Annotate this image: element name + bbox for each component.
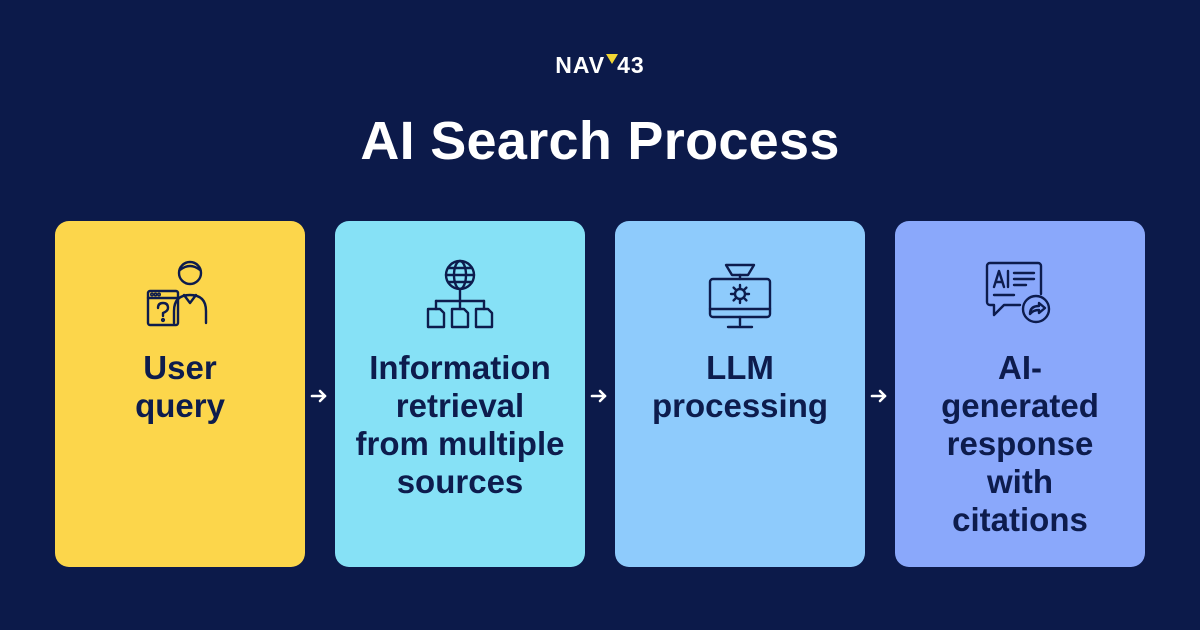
brand-name-left: NAV bbox=[555, 52, 606, 78]
globe-network-icon bbox=[426, 259, 494, 329]
step-label: LLM processing bbox=[651, 349, 829, 424]
ai-chat-share-icon bbox=[985, 261, 1051, 324]
step-label: User query bbox=[135, 349, 225, 424]
brand-name-right: 43 bbox=[617, 52, 645, 78]
user-question-icon bbox=[146, 260, 208, 327]
arrow-right-icon bbox=[590, 389, 607, 403]
arrow-right-icon bbox=[310, 389, 327, 403]
step-label: Information retrieval from multiple sour… bbox=[355, 349, 565, 500]
brand-accent-mark bbox=[606, 54, 619, 64]
brand-logo: NAV 43 bbox=[0, 52, 1200, 79]
step-card-llm-processing: LLM processing bbox=[615, 221, 865, 567]
step-card-information-retrieval: Information retrieval from multiple sour… bbox=[335, 221, 585, 567]
arrow-right-icon bbox=[870, 389, 887, 403]
step-label: AI-generated response with citations bbox=[941, 349, 1099, 538]
page-title: AI Search Process bbox=[360, 111, 840, 171]
step-card-user-query: User query bbox=[55, 221, 305, 567]
monitor-gear-icon bbox=[708, 263, 772, 329]
step-card-ai-generated-response: AI-generated response with citations bbox=[895, 221, 1145, 567]
